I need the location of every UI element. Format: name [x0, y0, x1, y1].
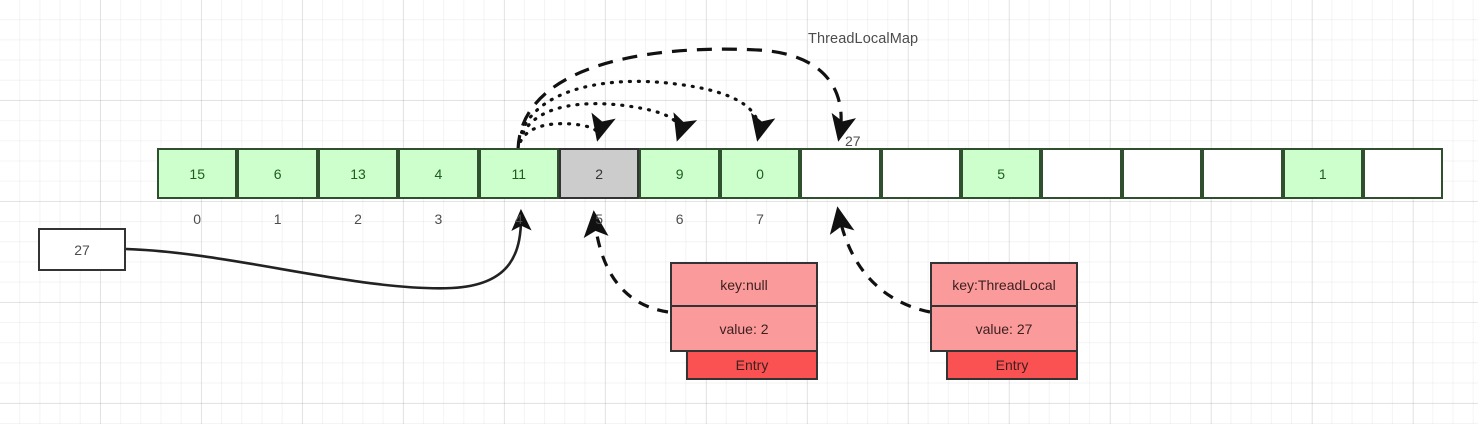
arc-probe-to-slot-5 — [516, 112, 616, 152]
table-cell-value: 4 — [434, 165, 443, 182]
table-index-0: 0 — [193, 211, 202, 227]
table-index-7: 7 — [756, 211, 764, 227]
table-cell-value: 13 — [350, 165, 366, 182]
arc-probe-to-slot-6 — [516, 102, 698, 152]
table-index-2: 2 — [354, 211, 362, 227]
table-cell-9[interactable] — [880, 148, 961, 199]
link-hash-to-slot-4 — [125, 208, 532, 290]
entry-stale-key: key:null — [672, 264, 816, 307]
table-index-1: 1 — [273, 211, 282, 227]
table-cell-11[interactable] — [1041, 148, 1122, 199]
table-cell-value: 9 — [675, 165, 684, 182]
table-index-6: 6 — [675, 211, 684, 227]
table-cell-value: 2 — [595, 165, 604, 182]
table-cell-1[interactable]: 6 — [237, 148, 318, 199]
hash-value-box[interactable]: 27 — [38, 228, 126, 271]
table-cell-10[interactable]: 5 — [961, 148, 1042, 199]
table-cell-3[interactable]: 4 — [398, 148, 479, 199]
page-title: ThreadLocalMap — [808, 31, 919, 47]
table-cell-6[interactable]: 9 — [639, 148, 720, 199]
table-cell-value: 5 — [997, 165, 1006, 182]
table-cell-0[interactable]: 15 — [157, 148, 238, 199]
entry-threadlocal-key: key:ThreadLocal — [932, 264, 1076, 307]
table-cell-value: 6 — [273, 165, 282, 182]
slot-8-hash-label: 27 — [845, 133, 861, 149]
table-cell-15[interactable] — [1363, 148, 1444, 199]
table-cell-13[interactable] — [1202, 148, 1283, 199]
arc-probe-to-slot-7 — [516, 79, 776, 152]
entry-stale-value: value: 2 — [719, 320, 769, 337]
table-cell-5[interactable]: 2 — [559, 148, 640, 199]
table-cell-value: 1 — [1318, 165, 1327, 182]
table-index-3: 3 — [434, 211, 443, 227]
table-cell-12[interactable] — [1121, 148, 1203, 199]
table-cell-2[interactable]: 13 — [317, 148, 399, 199]
entry-threadlocal-value: value: 27 — [975, 320, 1033, 337]
arc-probe-to-slot-8 — [516, 47, 857, 151]
link-entry-threadlocal-to-slot-8 — [829, 206, 931, 314]
table-cell-value: 15 — [189, 165, 205, 182]
table-cell-14[interactable]: 1 — [1282, 148, 1363, 199]
entry-stale-fields: key:null value: 2 — [670, 262, 818, 352]
entry-threadlocal-tag: Entry — [946, 350, 1078, 380]
table-index-4: 4 — [514, 211, 523, 227]
table-cell-4[interactable]: 11 — [478, 148, 559, 199]
entry-stale-tag: Entry — [686, 350, 818, 380]
hash-value-label: 27 — [74, 241, 90, 258]
table-cell-8[interactable] — [800, 148, 881, 199]
table-index-5: 5 — [595, 211, 604, 227]
entry-threadlocal-fields: key:ThreadLocal value: 27 — [930, 262, 1078, 352]
table-cell-7[interactable]: 0 — [719, 148, 801, 199]
table-cell-value: 0 — [756, 165, 764, 182]
table-cell-value: 11 — [511, 165, 527, 182]
link-entry-stale-to-slot-5 — [583, 210, 669, 314]
